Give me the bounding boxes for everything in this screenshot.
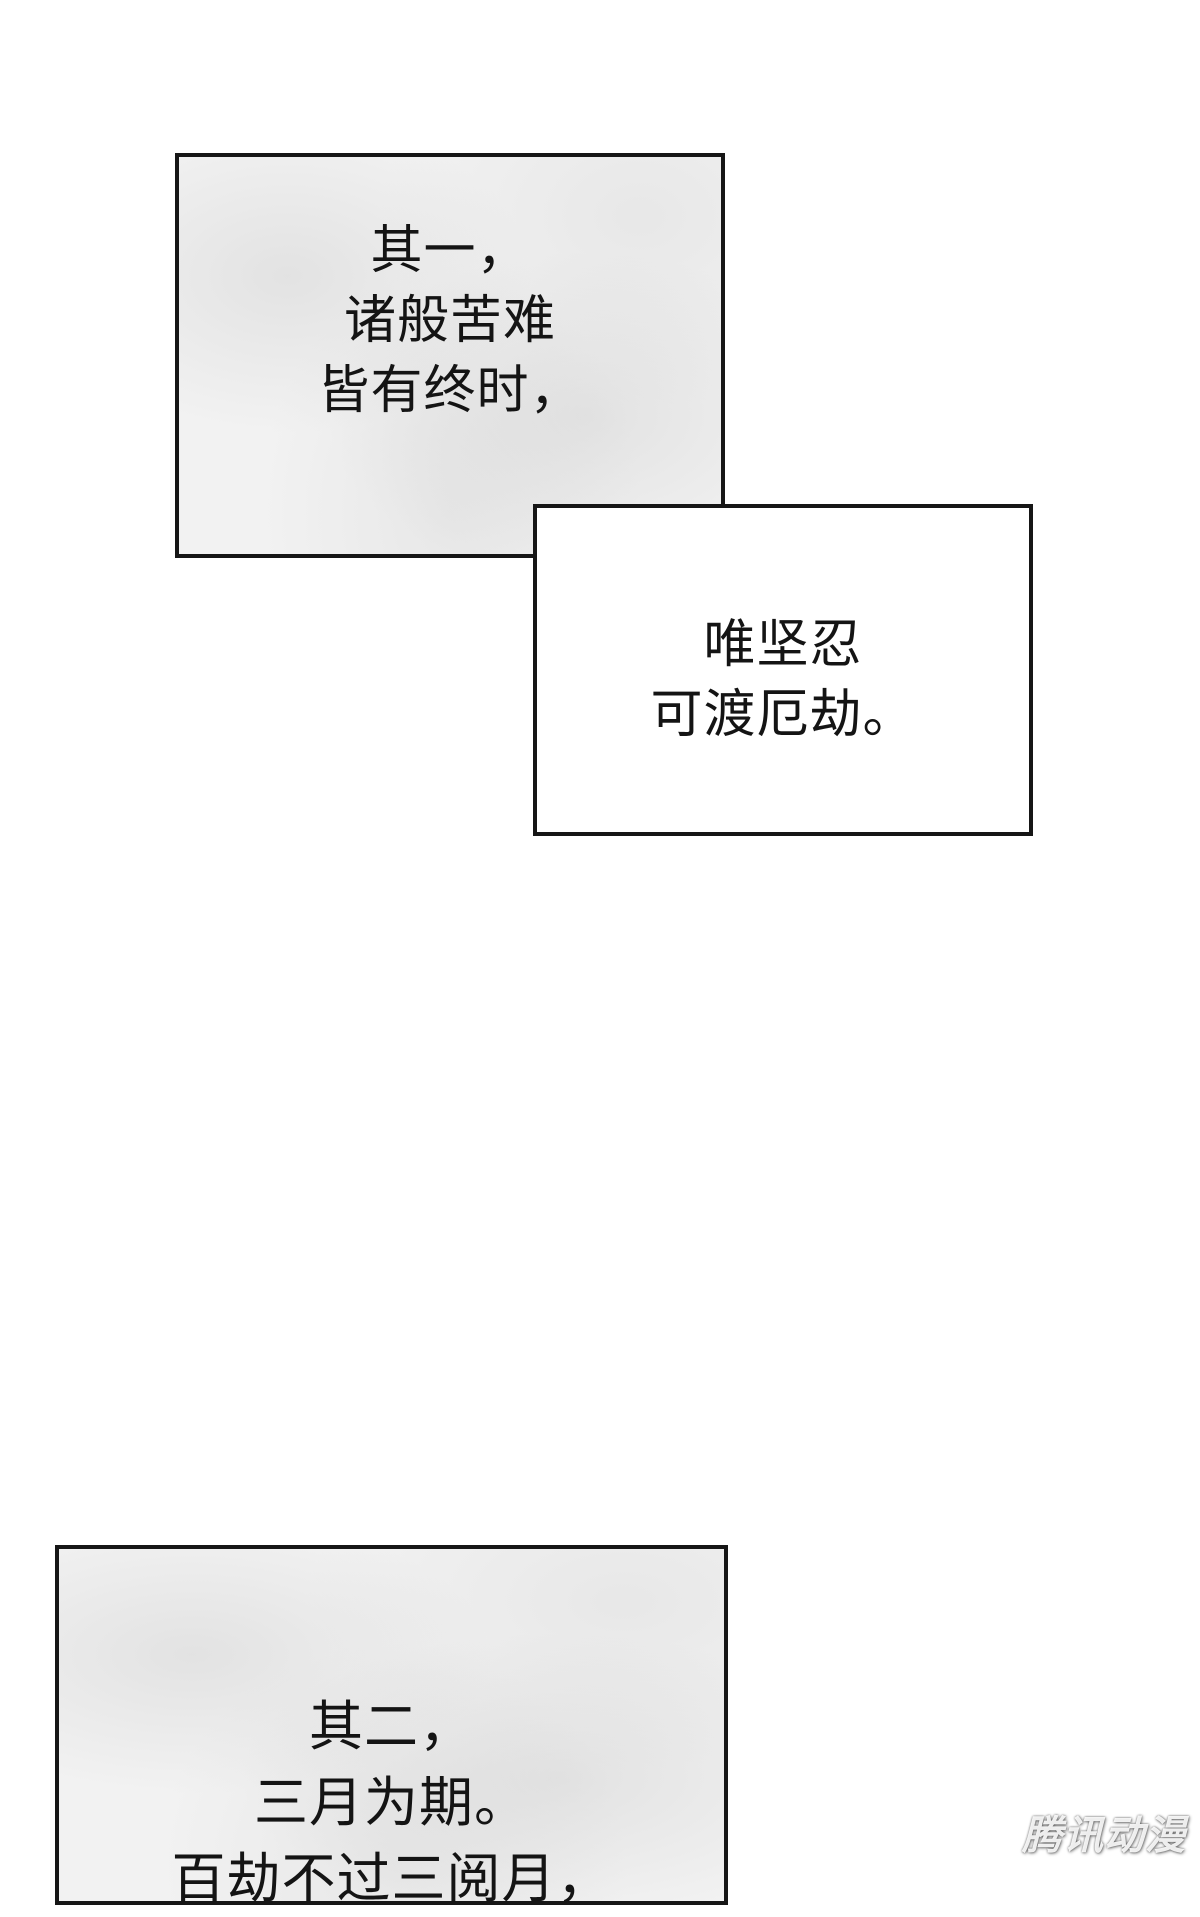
caption-box-1: 其一， 诸般苦难 皆有终时， <box>175 153 725 558</box>
caption-line: 其一， <box>370 220 530 281</box>
caption-line: 皆有终时， <box>317 360 583 421</box>
caption-line: 百劫不过三阅月， <box>171 1847 612 1910</box>
caption-box-2: 唯坚忍 可渡厄劫。 <box>533 504 1033 836</box>
caption-box-3: 其二， 三月为期。 百劫不过三阅月， <box>55 1545 728 1910</box>
caption-line: 可渡厄劫。 <box>650 685 916 745</box>
watermark-logo: 腾讯动漫 <box>1022 1813 1186 1859</box>
caption-line: 唯坚忍 <box>703 615 863 675</box>
caption-line: 三月为期。 <box>254 1771 529 1834</box>
caption-line: 其二， <box>309 1695 474 1758</box>
caption-line: 诸般苦难 <box>343 290 556 351</box>
